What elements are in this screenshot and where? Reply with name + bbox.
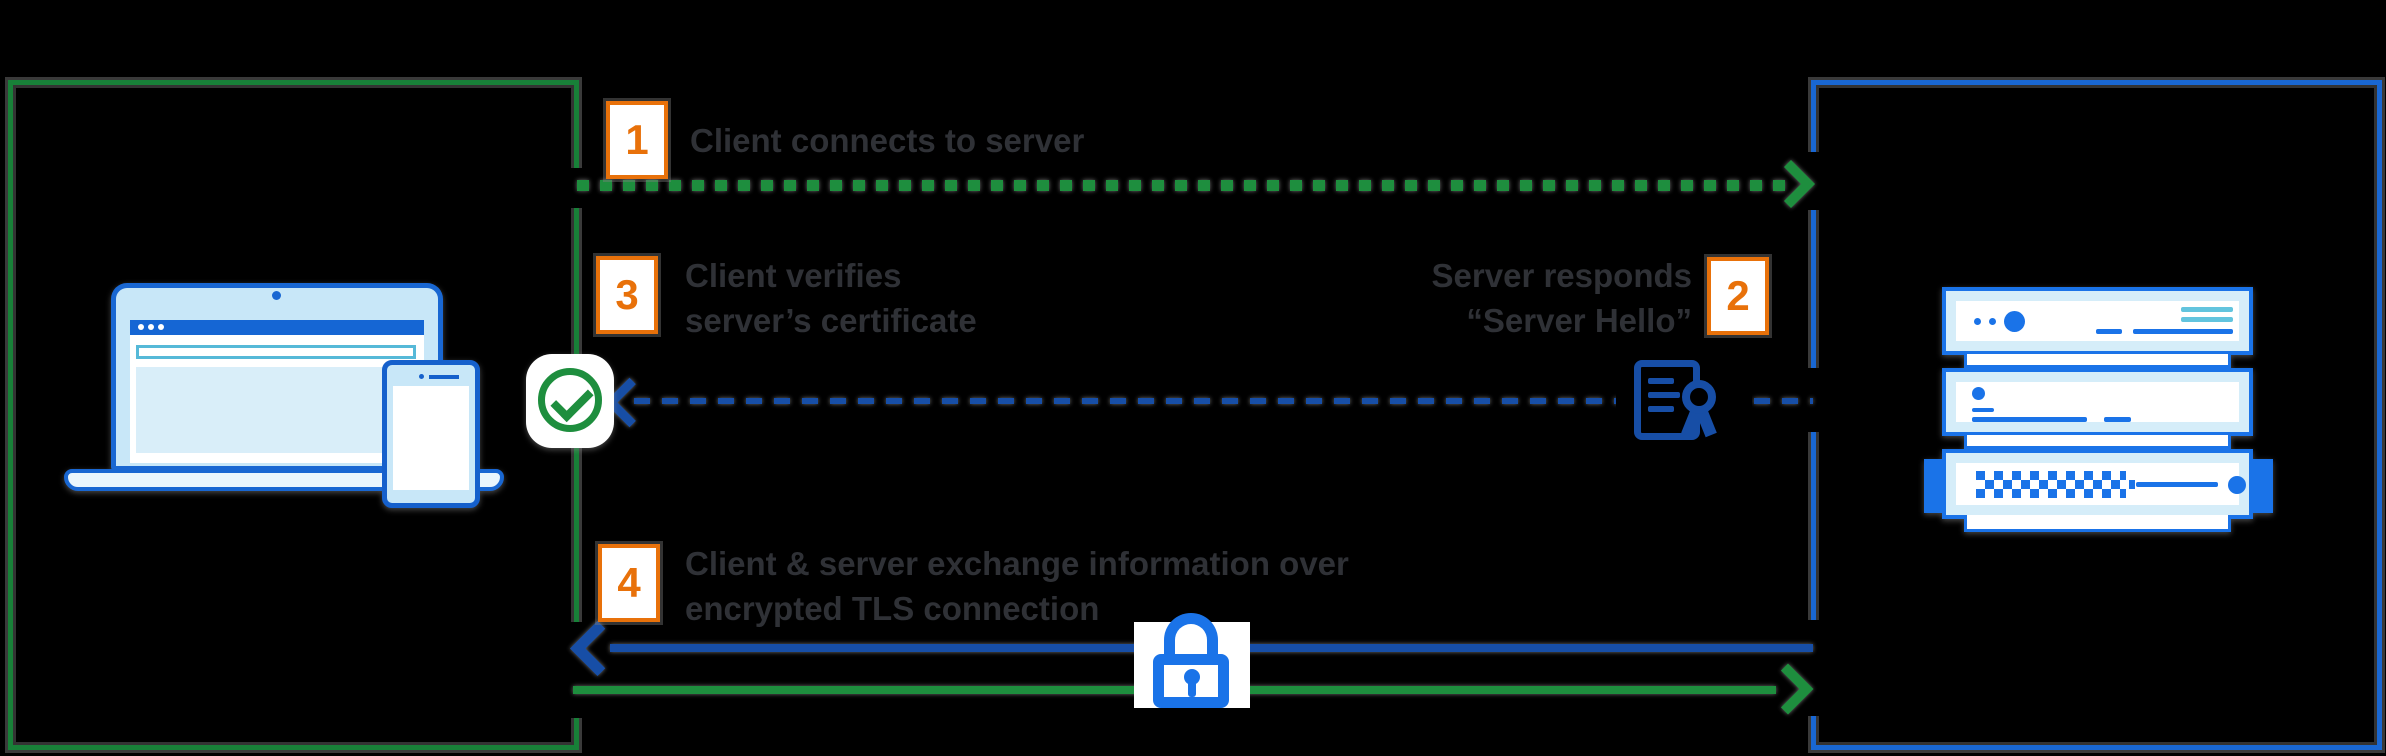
rack-base xyxy=(1964,515,2231,532)
server-border-gap-middle xyxy=(1803,368,1825,432)
certificate-seal xyxy=(1682,380,1716,414)
rack-side-tab-left xyxy=(1924,459,1944,513)
step-2-badge: 2 xyxy=(1707,257,1769,335)
step-4-badge: 4 xyxy=(598,544,660,622)
phone xyxy=(382,360,480,508)
step-2-label: Server responds “Server Hello” xyxy=(1431,257,1692,339)
padlock-icon xyxy=(1134,613,1250,708)
step-4-label: Client & server exchange information ove… xyxy=(685,545,1349,627)
step-1-badge: 1 xyxy=(606,101,668,179)
step-1-label: Client connects to server xyxy=(690,122,1085,159)
server-unit-3 xyxy=(1942,449,2253,519)
server-rack-icon xyxy=(1924,287,2276,537)
browser-urlbar xyxy=(136,345,416,359)
rack-connector xyxy=(1964,432,2231,449)
server-border-gap-bottom xyxy=(1803,620,1825,716)
browser-titlebar xyxy=(130,320,424,335)
step-2-number: 2 xyxy=(1726,272,1750,319)
client-hello-arrow-line xyxy=(577,180,1787,191)
server-unit-2 xyxy=(1942,368,2253,436)
server-unit-1 xyxy=(1942,287,2253,355)
client-border-gap-bottom xyxy=(562,622,584,718)
step-3-label: Client verifies server’s certificate xyxy=(685,257,977,339)
step-4-number: 4 xyxy=(617,559,641,606)
laptop-camera-dot xyxy=(272,291,281,300)
server-hello-arrow-line xyxy=(634,398,1813,404)
step-3-badge: 3 xyxy=(596,256,658,334)
client-border-gap-top xyxy=(562,168,584,208)
laptop-browser-window xyxy=(130,320,424,463)
browser-content-area xyxy=(136,367,416,453)
certificate-ribbon-icon xyxy=(1616,340,1752,460)
server-border-gap-top xyxy=(1803,152,1825,210)
phone-screen xyxy=(393,386,469,490)
step-3-number: 3 xyxy=(615,271,639,318)
rack-side-tab-right xyxy=(2253,459,2273,513)
step-1-number: 1 xyxy=(625,116,649,163)
laptop-and-phone-icon xyxy=(64,280,504,510)
rack-connector xyxy=(1964,351,2231,368)
green-check-circle-icon xyxy=(526,354,614,448)
